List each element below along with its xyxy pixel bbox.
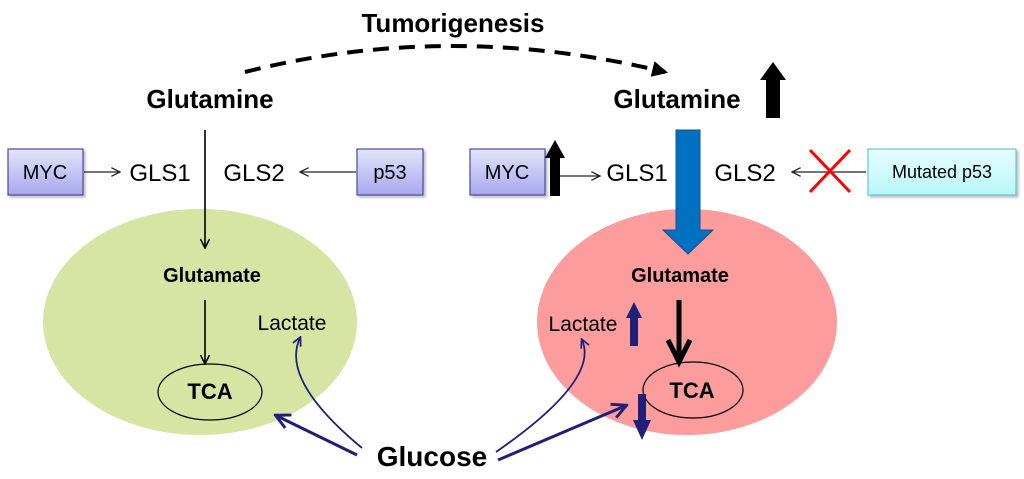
title-tumorigenesis: Tumorigenesis (361, 8, 544, 38)
normal-gls1-label: GLS1 (129, 160, 190, 187)
glucose-to-tumor-lactate-arrow (495, 340, 585, 453)
normal-glutamate-label: Glutamate (163, 265, 261, 287)
normal-glutamine-label: Glutamine (146, 84, 273, 114)
tumor-lactate-label: Lactate (549, 313, 618, 336)
normal-tca-circle (157, 363, 263, 421)
lactate-increase-arrow-icon (626, 302, 642, 346)
tumor-myc-box (469, 148, 546, 196)
glucose-to-tumor-tca-arrow (497, 406, 625, 462)
glucose-to-normal-lactate-arrow (296, 338, 363, 449)
tumor-gls2-label: GLS2 (714, 160, 775, 187)
increased-glutaminolysis-arrow-icon (661, 129, 715, 255)
tumor-tca-circle (642, 361, 744, 419)
tumor-glutamate-label: Glutamate (631, 265, 729, 287)
normal-cell (43, 209, 357, 435)
normal-myc-label: MYC (23, 162, 67, 184)
normal-p53-label: p53 (373, 162, 406, 184)
normal-myc-box (7, 148, 84, 196)
glucose-label: Glucose (377, 441, 487, 472)
tumor-glutamate-to-tca-arrow (665, 300, 693, 368)
myc-increase-arrow-icon (545, 140, 565, 196)
inhibition-cross-icon (808, 148, 852, 194)
normal-tca-label: TCA (187, 379, 232, 404)
mutated-p53-label: Mutated p53 (892, 162, 992, 182)
normal-p53-box (356, 148, 424, 196)
normal-gls2-label: GLS2 (223, 160, 284, 187)
glucose-to-normal-tca-arrow (277, 416, 358, 457)
tumor-tca-label: TCA (669, 378, 714, 403)
tumor-glutamine-label: Glutamine (613, 84, 740, 114)
glutamine-increase-arrow-icon (760, 62, 786, 118)
tumor-gls1-label: GLS1 (606, 160, 667, 187)
normal-lactate-label: Lactate (258, 312, 327, 335)
mutated-p53-box (867, 148, 1017, 196)
tumor-cell (537, 209, 837, 435)
tumorigenesis-dashed-arrow (244, 44, 669, 77)
tumor-myc-label: MYC (485, 162, 529, 184)
tca-decrease-arrow-icon (633, 394, 651, 440)
